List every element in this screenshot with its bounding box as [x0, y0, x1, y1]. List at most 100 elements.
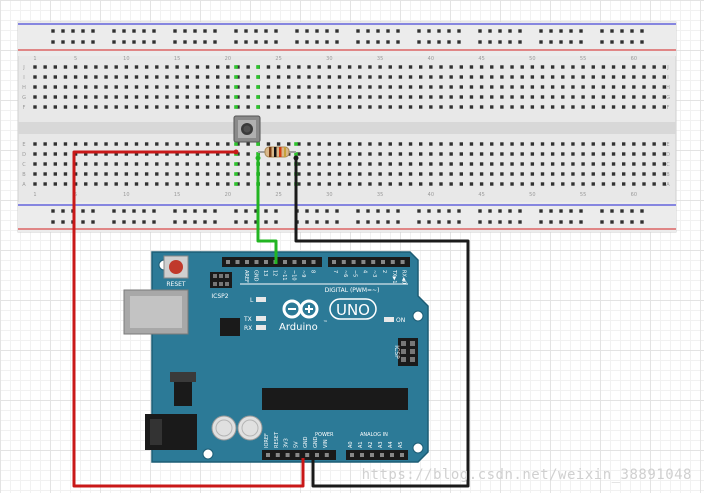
breadboard-hole — [337, 172, 342, 176]
breadboard-hole — [114, 142, 118, 146]
breadboard-hole — [550, 105, 555, 109]
breadboard-hole — [216, 152, 220, 156]
breadboard-hole — [246, 162, 250, 166]
pin-socket — [295, 453, 300, 457]
breadboard-hole — [347, 182, 352, 186]
digital-pin-label: TX▶1 — [391, 269, 397, 284]
rail-hole — [335, 220, 339, 224]
breadboard-hole — [63, 105, 68, 109]
breadboard-hole — [317, 85, 321, 89]
breadboard-hole — [571, 95, 575, 99]
breadboard-hole — [388, 162, 392, 166]
breadboard-hole — [195, 182, 200, 186]
breadboard-hole — [276, 172, 281, 176]
breadboard-hole — [530, 65, 535, 69]
breadboard-hole — [581, 85, 585, 89]
breadboard-hole — [144, 162, 149, 166]
breadboard-hole — [388, 172, 392, 176]
rail-hole — [376, 29, 380, 33]
rail-hole — [244, 220, 248, 224]
breadboard-hole — [611, 65, 616, 69]
rail-hole — [498, 209, 502, 213]
breadboard-hole — [33, 85, 37, 89]
digital-pin-label: ~9 — [300, 270, 306, 277]
rail-hole — [61, 40, 65, 44]
breadboard-hole — [388, 85, 392, 89]
rail-hole — [366, 209, 370, 213]
breadboard-hole — [398, 152, 403, 156]
breadboard-hole — [144, 105, 149, 109]
breadboard-hole — [266, 95, 271, 99]
breadboard-hole — [347, 142, 352, 146]
breadboard-hole — [53, 65, 57, 69]
breadboard-hole — [104, 105, 108, 109]
rail-hole — [539, 40, 543, 44]
rail-hole — [498, 220, 502, 224]
breadboard-hole — [307, 75, 311, 79]
pin-socket — [390, 260, 395, 264]
breadboard-hole — [591, 182, 595, 186]
breadboard-hole — [276, 75, 281, 79]
breadboard-hole — [398, 95, 403, 99]
rail-hole — [264, 40, 268, 44]
breadboard-hole — [591, 95, 595, 99]
rail-hole — [630, 220, 634, 224]
rail-hole — [61, 29, 65, 33]
breadboard-hole — [479, 142, 484, 146]
row-letter: I — [23, 75, 24, 81]
rail-hole — [396, 220, 400, 224]
breadboard-hole — [144, 142, 149, 146]
breadboard-hole — [337, 85, 342, 89]
breadboard-hole — [276, 85, 281, 89]
breadboard-hole — [550, 152, 555, 156]
breadboard-hole — [378, 105, 382, 109]
breadboard-hole — [530, 162, 535, 166]
rail-hole — [315, 209, 319, 213]
breadboard-hole — [43, 75, 47, 79]
rail-hole — [457, 220, 461, 224]
breadboard-hole — [378, 85, 382, 89]
breadboard-hole — [195, 95, 200, 99]
breadboard-hole — [662, 105, 666, 109]
breadboard-hole — [124, 95, 129, 99]
rail-hole — [213, 209, 217, 213]
breadboard-hole — [571, 162, 575, 166]
breadboard-hole — [43, 142, 47, 146]
row-letter: F — [23, 105, 26, 111]
breadboard-hole — [378, 182, 382, 186]
rail-hole — [396, 29, 400, 33]
breadboard-hole — [591, 162, 595, 166]
pin-socket — [275, 453, 280, 457]
rail-hole — [447, 209, 451, 213]
rail-hole — [91, 40, 95, 44]
breadboard-hole — [388, 182, 392, 186]
pin-socket — [341, 260, 346, 264]
breadboard-hole — [378, 95, 382, 99]
breadboard-hole — [591, 85, 595, 89]
rail-hole — [61, 209, 65, 213]
pin-socket — [360, 453, 364, 457]
breadboard-hole — [632, 105, 636, 109]
breadboard-hole — [459, 65, 463, 69]
row-letter: J — [22, 65, 24, 71]
breadboard-hole — [662, 95, 666, 99]
breadboard-hole — [337, 152, 342, 156]
breadboard-hole — [591, 152, 595, 156]
breadboard-hole — [459, 95, 463, 99]
breadboard-hole — [94, 65, 98, 69]
breadboard-hole — [33, 142, 37, 146]
rail-hole — [376, 209, 380, 213]
breadboard-hole — [53, 152, 57, 156]
breadboard-hole — [408, 142, 413, 146]
breadboard-hole — [165, 152, 169, 156]
column-number: 40 — [428, 192, 434, 198]
breadboard-hole — [155, 85, 159, 89]
breadboard-hole — [358, 105, 362, 109]
breadboard-hole — [287, 182, 291, 186]
breadboard-hole — [520, 182, 524, 186]
breadboard-hole — [581, 95, 585, 99]
breadboard-hole — [155, 95, 159, 99]
breadboard-hole — [73, 172, 78, 176]
breadboard-hole — [84, 162, 88, 166]
breadboard-hole — [165, 85, 169, 89]
